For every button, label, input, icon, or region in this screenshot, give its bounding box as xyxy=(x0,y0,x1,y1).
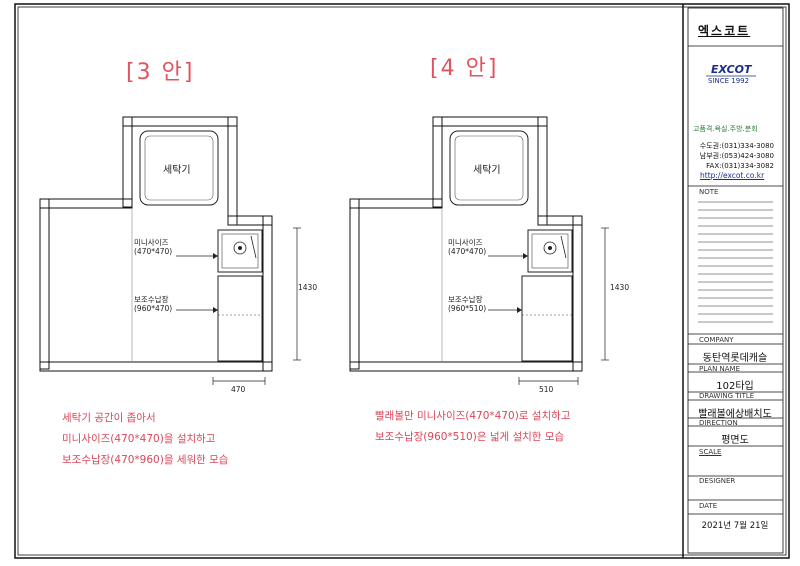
storage-label-4: 보조수납장 (960*510) xyxy=(448,295,486,313)
width-dim-4: 510 xyxy=(539,385,554,394)
storage-label-3: 보조수납장 (960*470) xyxy=(134,295,172,313)
title-block-inner xyxy=(687,7,784,554)
contact-phones: 수도권:(031)334-3080 남부권:(053)424-3080 FAX:… xyxy=(694,141,774,171)
sheet-outer-border xyxy=(14,3,790,559)
plan-3-title: [3 안] xyxy=(126,60,195,85)
mini-washer-4 xyxy=(527,229,573,273)
phone-line: 남부권:(053)424-3080 xyxy=(699,152,774,160)
company-label: COMPANY xyxy=(699,336,734,344)
company-korean-name: 엑스코트 xyxy=(698,24,751,38)
mini-name-3: 미니사이즈 xyxy=(134,238,169,247)
floor-plan-3 xyxy=(39,116,301,385)
sheet-inner-border xyxy=(17,6,787,556)
plan-4-note-line: 보조수납장(960*510)은 넓게 설치한 모습 xyxy=(375,431,565,443)
scale-label: SCALE xyxy=(699,448,722,456)
width-dim-3: 470 xyxy=(231,385,246,394)
designer-label: DESIGNER xyxy=(699,477,736,485)
company-value: 동탄역롯데캐슬 xyxy=(702,353,768,364)
mini-label-4: 미니사이즈 (470*470) xyxy=(448,238,486,256)
direction-value: 평면도 xyxy=(721,435,749,446)
plan-4-notes: 빨래볼만 미니사이즈(470*470)로 설치하고 보조수납장(960*510)… xyxy=(375,406,570,448)
date-label: DATE xyxy=(699,502,718,510)
storage-size-4: (960*510) xyxy=(448,304,487,313)
storage-name-4: 보조수납장 xyxy=(448,295,483,304)
plan-name-label: PLAN NAME xyxy=(699,365,741,373)
height-dim-3: 1430 xyxy=(298,283,318,292)
height-dim-4: 1430 xyxy=(610,283,630,292)
storage-cabinet-3 xyxy=(217,275,263,362)
title-block-lines xyxy=(688,45,783,515)
direction-label: DIRECTION xyxy=(699,419,738,427)
website-link[interactable]: http://excot.co.kr xyxy=(700,171,765,180)
washer-4 xyxy=(449,130,529,206)
mini-size-3: (470*470) xyxy=(134,247,173,256)
date-value: 2021년 7월 21일 xyxy=(701,521,769,531)
plan-4-title: [4 안] xyxy=(430,56,499,81)
storage-size-3: (960*470) xyxy=(134,304,173,313)
mini-washer-3 xyxy=(217,229,263,273)
excot-logo: EXCOT xyxy=(711,63,752,76)
plan-3-note-line: 미니사이즈(470*470)을 설치하고 xyxy=(62,433,216,445)
services-text: 고품격.욕실.주방.분회 xyxy=(693,125,758,133)
plan-3-notes: 세탁기 공간이 좁아서 미니사이즈(470*470)을 설치하고 보조수납장(4… xyxy=(62,408,228,471)
plan-4-note-line: 빨래볼만 미니사이즈(470*470)로 설치하고 xyxy=(375,410,571,422)
plan-3-note-line: 보조수납장(470*960)을 세워한 모습 xyxy=(62,454,229,466)
washer-3 xyxy=(139,130,219,206)
note-label: NOTE xyxy=(699,188,719,196)
washer-label-4: 세탁기 xyxy=(473,165,501,176)
since-text: SINCE 1992 xyxy=(708,77,750,85)
phone-line: FAX:(031)334-3082 xyxy=(706,162,774,170)
storage-name-3: 보조수납장 xyxy=(134,295,169,304)
plan-3-note-line: 세탁기 공간이 좁아서 xyxy=(62,412,156,424)
note-lines xyxy=(698,201,773,323)
drawing-title-value: 빨래볼에상배치도 xyxy=(698,409,772,420)
drawing-title-label: DRAWING TITLE xyxy=(699,392,755,400)
mini-label-3: 미니사이즈 (470*470) xyxy=(134,238,172,256)
mini-name-4: 미니사이즈 xyxy=(448,238,483,247)
phone-line: 수도권:(031)334-3080 xyxy=(699,142,774,150)
floor-plan-4 xyxy=(349,116,609,385)
mini-size-4: (470*470) xyxy=(448,247,487,256)
plan-name-value: 102타입 xyxy=(716,381,754,392)
washer-label-3: 세탁기 xyxy=(163,165,191,176)
storage-cabinet-4 xyxy=(521,275,573,362)
